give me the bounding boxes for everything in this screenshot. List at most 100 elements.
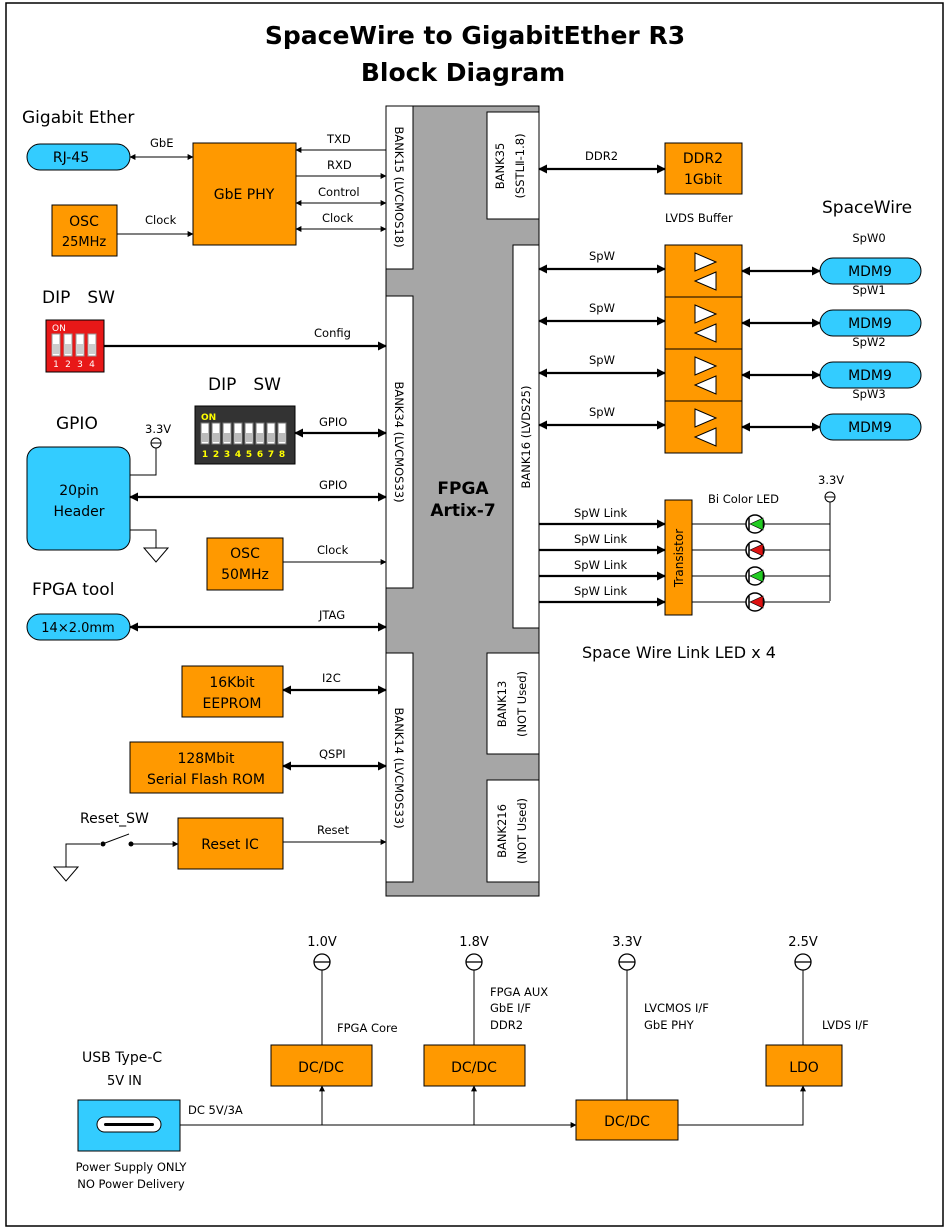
ddr2-label2: 1Gbit: [684, 172, 723, 188]
lvds-buffer-cell: [664, 348, 743, 402]
reset-label: Reset: [317, 823, 350, 837]
gbe-phy-box: [192, 142, 297, 246]
led-diode-icon: [749, 595, 764, 609]
gpio2-label: GPIO: [319, 478, 347, 492]
title-line2: Block Diagram: [361, 58, 565, 87]
title-line1: SpaceWire to GigabitEther R3: [265, 21, 685, 50]
dcdc1-label: DC/DC: [298, 1060, 344, 1076]
lvds-if-label: LVDS I/F: [822, 1018, 869, 1032]
aux-label3: DDR2: [490, 1018, 523, 1032]
bank35-box: [486, 111, 540, 220]
osc25-box: [51, 204, 118, 257]
rxd-label: RXD: [327, 158, 352, 172]
dcdc2-box: [423, 1044, 526, 1087]
spw-port-label: SpW3: [852, 387, 885, 401]
reset-sw-contact2: [128, 841, 134, 847]
dip2-key-number: 2: [213, 450, 219, 460]
ddr2-box: [664, 142, 743, 195]
rj45-label: RJ-45: [53, 150, 89, 166]
aux-label2: GbE I/F: [490, 1001, 531, 1015]
ddr2-sig-label: DDR2: [585, 149, 618, 163]
dcdc3-label: DC/DC: [604, 1114, 650, 1130]
lvds-buffer-cell: [664, 400, 743, 454]
aux-label1: FPGA AUX: [490, 985, 548, 999]
reset-ic-box: [177, 817, 284, 870]
buffer-tx-icon: [694, 304, 718, 324]
power-rail-label: 2.5V: [788, 935, 818, 950]
osc50-label2: 50MHz: [221, 567, 269, 583]
bank13-box: [486, 652, 540, 755]
gpio-heading: GPIO: [56, 414, 98, 434]
dip2-key-slider: [213, 433, 219, 442]
v33a-label: 3.3V: [145, 422, 171, 436]
lvds-buffer-cell: [664, 296, 743, 350]
eeprom-label2: EEPROM: [203, 696, 262, 712]
dip2-key-slider: [224, 433, 230, 442]
dip2-heading: DIP SW: [208, 375, 281, 395]
clock1-label: Clock: [145, 213, 177, 227]
dip1-key-number: 3: [77, 360, 83, 370]
jtag-label: JTAG: [318, 608, 345, 622]
bank15-box: [385, 105, 414, 270]
qspi-label: QSPI: [319, 747, 346, 761]
mdm9-connector: [819, 257, 922, 285]
bicolor-led-label: Bi Color LED: [708, 492, 779, 506]
transistor-label: Transistor: [672, 529, 686, 588]
spw-port-label: SpW1: [852, 283, 885, 297]
bank13-label2: (NOT Used): [515, 671, 529, 737]
bank34-label: BANK34 (LVCMOS33): [392, 381, 406, 502]
mdm9-connector: [819, 309, 922, 337]
reset-sw-label: Reset_SW: [80, 811, 149, 827]
dip2-key-number: 1: [202, 450, 208, 460]
buffer-tx-icon: [694, 408, 718, 428]
osc50-box: [206, 537, 284, 591]
usb-5v-label: 5V IN: [107, 1074, 142, 1089]
spw-link-label: SpW Link: [574, 558, 628, 572]
dip2-key-slider: [279, 433, 285, 442]
flash-box: [129, 741, 284, 794]
gpio-header-label1: 20pin: [59, 483, 98, 499]
dip2-key-slider: [257, 433, 263, 442]
buffer-rx-icon: [693, 323, 717, 343]
led-diode-icon: [749, 517, 764, 531]
bank35-label1: BANK35: [493, 143, 507, 190]
spw-link-label: SpW Link: [574, 506, 628, 520]
mdm9-label: MDM9: [848, 264, 892, 280]
dip2-key-slider: [202, 433, 208, 442]
dcdc3-box: [575, 1099, 679, 1141]
spw-port-label: SpW2: [852, 335, 885, 349]
gnd1-wire: [130, 529, 157, 548]
ddr2-label1: DDR2: [683, 151, 723, 167]
spw-label: SpW: [589, 405, 615, 419]
gbe-phy-label: GbE PHY: [214, 187, 275, 203]
spw-port-label: SpW0: [852, 231, 885, 245]
dip2-key-number: 5: [246, 450, 252, 460]
spw-link-label: SpW Link: [574, 584, 628, 598]
gbe-label: GbE: [150, 136, 173, 150]
v33b-label: 3.3V: [818, 473, 844, 487]
txd-label: TXD: [326, 132, 351, 146]
spw-rows: SpWSpW0MDM9SpWSpW1MDM9SpWSpW2MDM9SpWSpW3…: [538, 231, 922, 454]
spacewire-heading: SpaceWire: [822, 198, 912, 218]
gnd1-icon: [142, 547, 170, 563]
usb-note1: Power Supply ONLY: [76, 1160, 188, 1174]
mdm9-label: MDM9: [848, 316, 892, 332]
bank16-label: BANK16 (LVDS25): [519, 386, 533, 489]
buffer-tx-icon: [694, 356, 718, 376]
power-rail-label: 1.8V: [459, 935, 489, 950]
dcdc2-label: DC/DC: [451, 1060, 497, 1076]
ldo-label: LDO: [789, 1060, 819, 1076]
mdm9-connector: [819, 413, 922, 441]
spw-label: SpW: [589, 353, 615, 367]
jtag-connector-label: 14×2.0mm: [41, 621, 114, 636]
bank216-box: [486, 779, 540, 883]
dip2-key-number: 8: [279, 450, 285, 460]
dip1-heading: DIP SW: [42, 288, 115, 308]
clock2-label: Clock: [322, 211, 354, 225]
clock3-label: Clock: [317, 543, 349, 557]
dip2-key-number: 7: [268, 450, 274, 460]
dip2-key-number: 3: [224, 450, 230, 460]
dip2-key-slider: [235, 433, 241, 442]
